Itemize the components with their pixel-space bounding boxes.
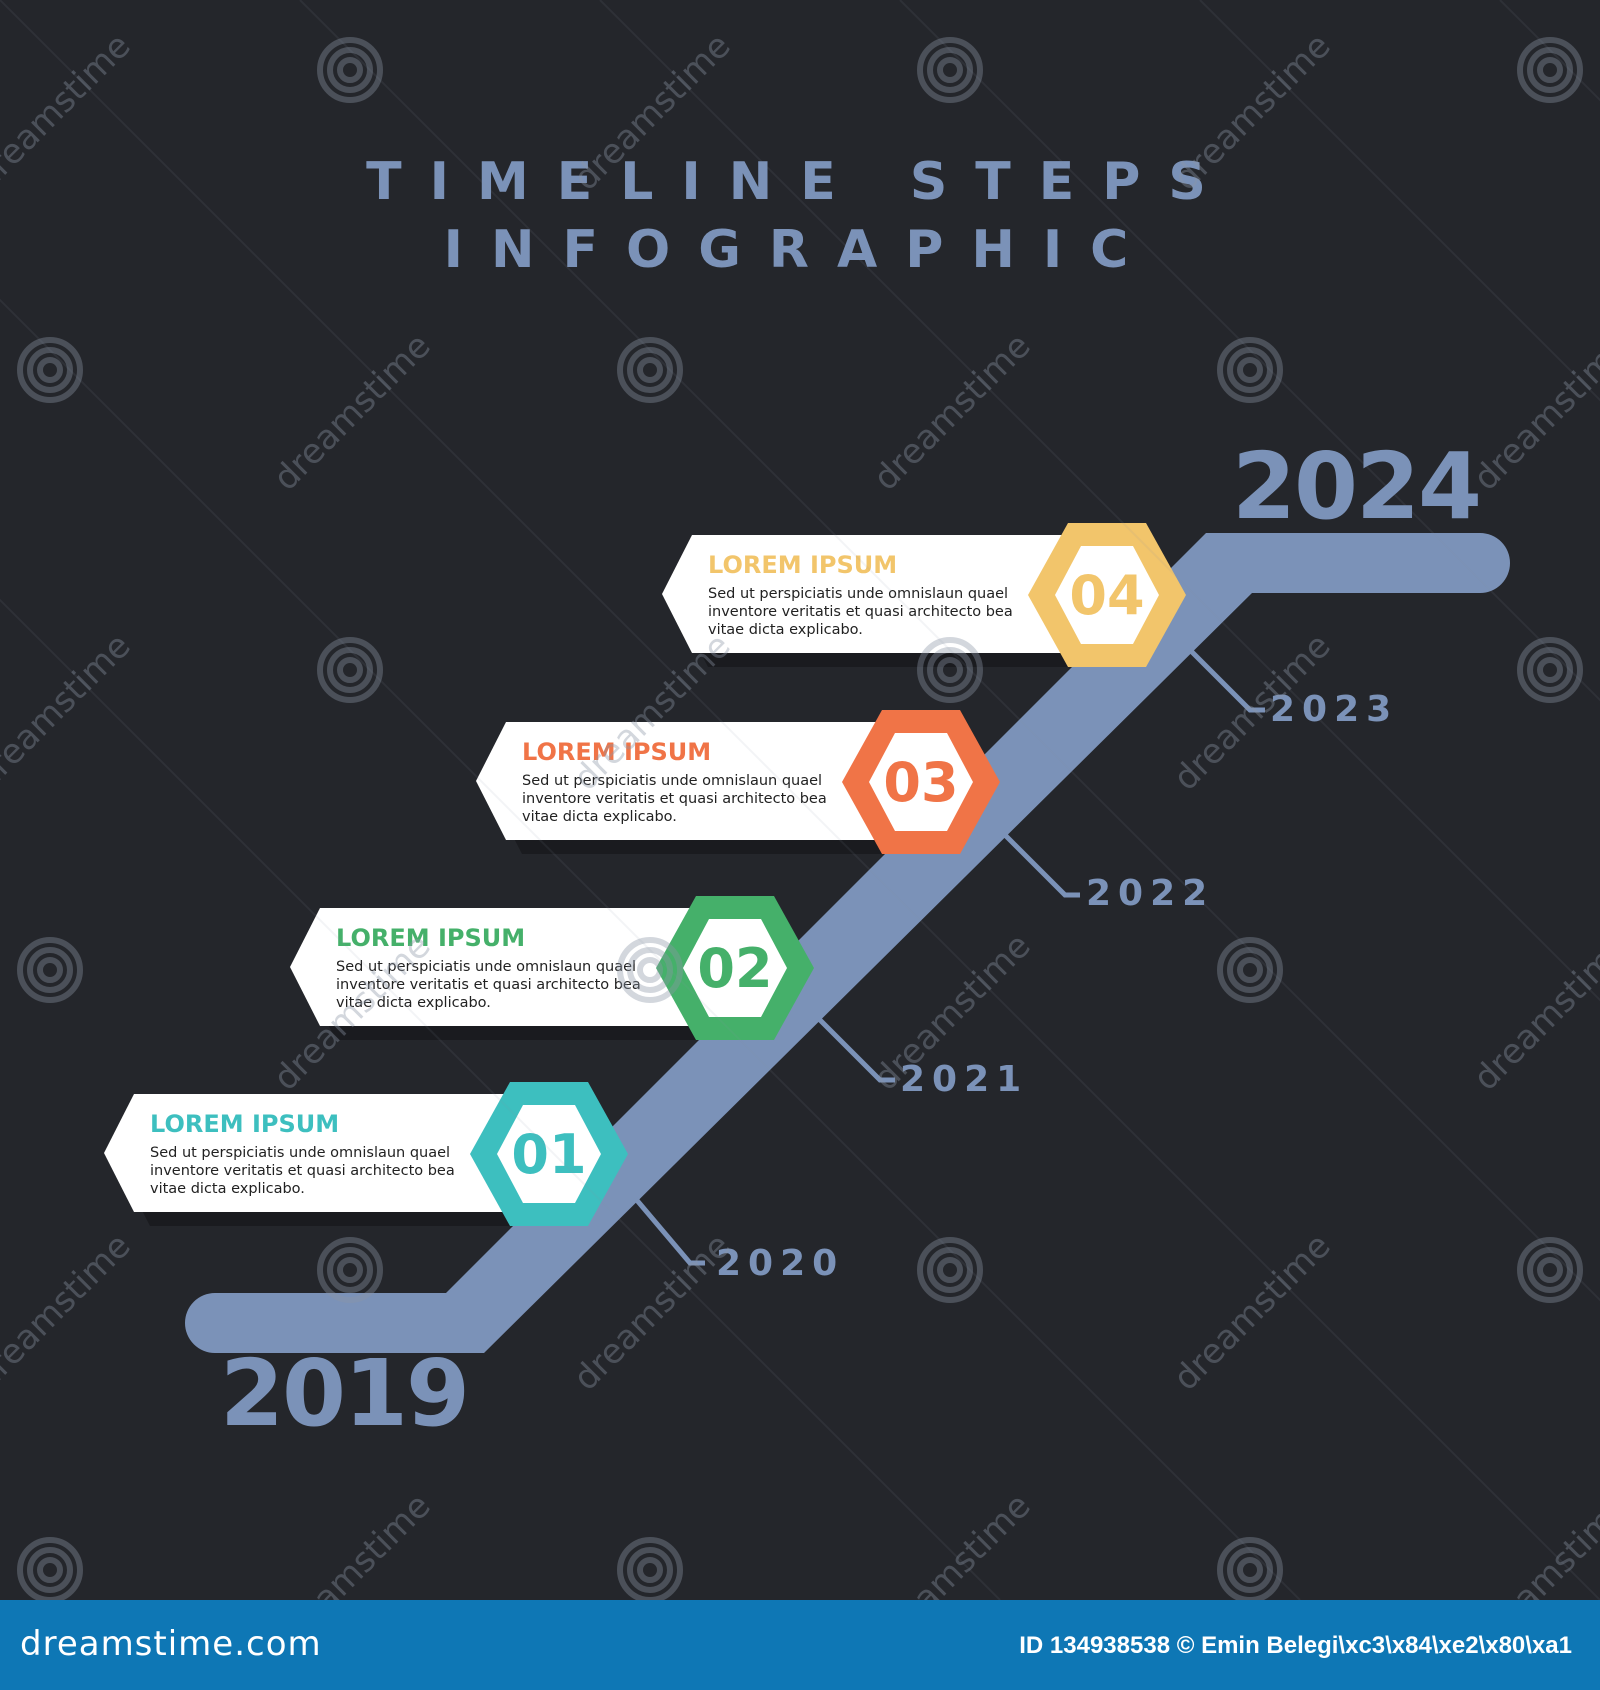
step-description: Sed ut perspiciatis unde omnislaun quael… [150,1145,455,1197]
step-badge-02: 02 [656,896,814,1040]
year-label-2020: 2020 [716,1243,845,1284]
step-description: Sed ut perspiciatis unde omnislaun quael… [336,959,641,1011]
year-start-label: 2019 [220,1340,470,1447]
step-badge-01: 01 [470,1082,628,1226]
step-heading: LOREM IPSUM [336,924,526,952]
footer-bar: dreamstime.com ID 134938538 © Emin Beleg… [0,1600,1600,1690]
step-number: 04 [1069,563,1145,627]
timeline-path [185,533,1510,1353]
step-heading: LOREM IPSUM [150,1110,340,1138]
year-label-2023: 2023 [1270,689,1399,730]
hexagon-icon [470,1082,628,1226]
year-label-2022: 2022 [1086,873,1215,914]
step-heading: LOREM IPSUM [708,551,898,579]
hexagon-icon [656,896,814,1040]
step-description: Sed ut perspiciatis unde omnislaun quael… [522,773,827,825]
step-number: 01 [511,1122,587,1186]
footer-site-logo: dreamstime.com [20,1624,322,1664]
hexagon-icon [842,710,1000,854]
path-shape [185,533,1510,1353]
step-number: 02 [697,936,773,1000]
step-card-04: LOREM IPSUM Sed ut perspiciatis unde omn… [662,535,1102,653]
infographic-canvas: TIMELINE STEPS INFOGRAPHIC 2019 2024 202… [0,0,1600,1600]
title-line-1: TIMELINE STEPS [366,152,1234,212]
step-badge-04: 04 [1028,523,1186,667]
year-label-2021: 2021 [900,1059,1029,1100]
step-badge-03: 03 [842,710,1000,854]
footer-credit: ID 134938538 © Emin Belegi\xc3\x84\xe2\x… [1019,1632,1572,1659]
step-description: Sed ut perspiciatis unde omnislaun quael… [708,586,1013,638]
title-line-2: INFOGRAPHIC [443,220,1157,280]
hexagon-icon [1028,523,1186,667]
step-number: 03 [883,750,959,814]
year-connectors [633,648,1265,1266]
year-end-label: 2024 [1232,433,1482,540]
step-heading: LOREM IPSUM [522,738,712,766]
step-card-01: LOREM IPSUM Sed ut perspiciatis unde omn… [104,1094,544,1212]
